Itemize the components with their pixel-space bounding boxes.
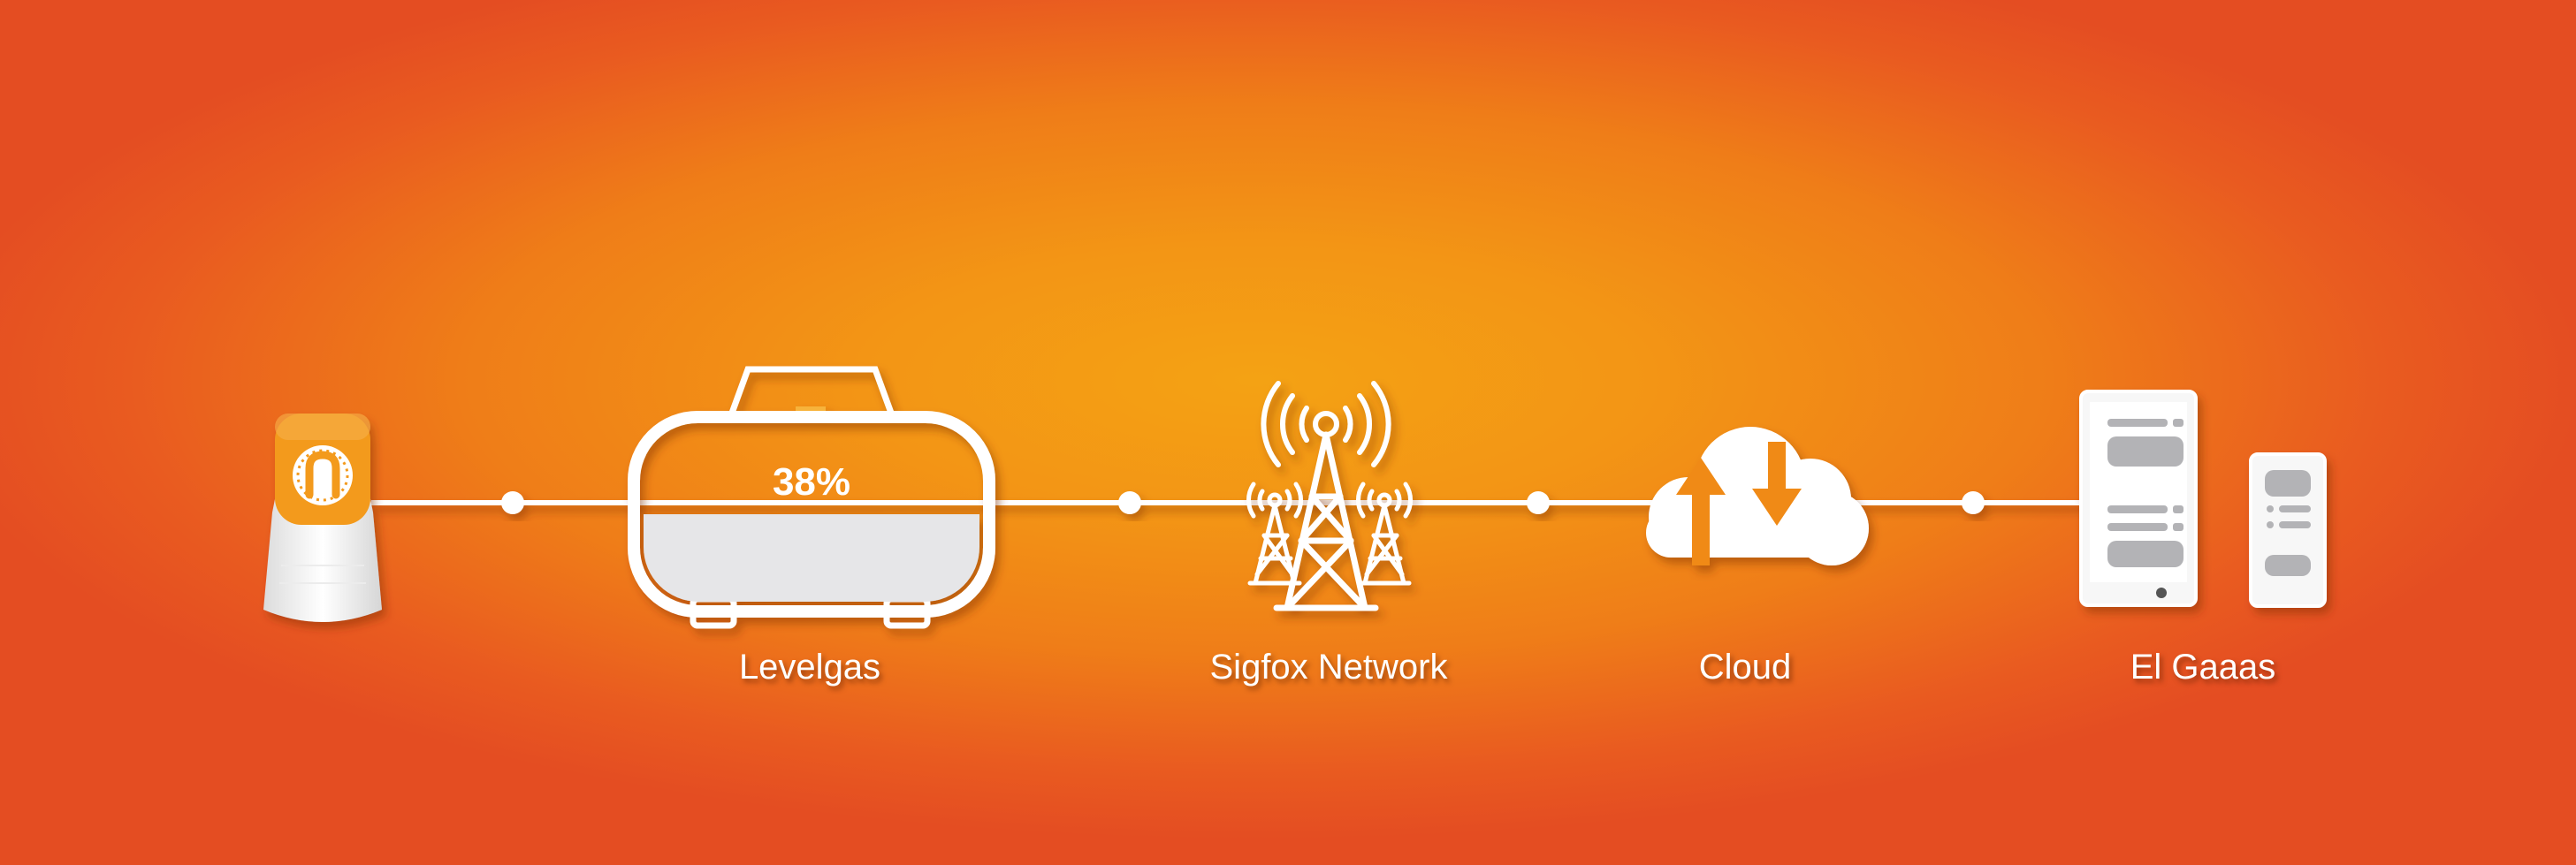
node-label-cloud: Cloud xyxy=(1698,648,1792,687)
cell-tower-icon xyxy=(1246,381,1413,611)
connector-dot xyxy=(501,491,524,514)
download-arrow-icon xyxy=(1752,442,1802,526)
tank-fill-level xyxy=(644,514,979,602)
connector-dot xyxy=(1527,491,1550,514)
phone-icon xyxy=(2249,452,2327,608)
cloud-icon xyxy=(1646,427,1869,565)
connector-dot xyxy=(1962,491,1985,514)
tablet-icon xyxy=(2079,390,2198,607)
node-label-sigfox-network: Sigfox Network xyxy=(1209,648,1448,687)
connector-dot xyxy=(1118,491,1141,514)
sensor-device-icon xyxy=(263,414,382,622)
node-label-el-gaaas: El Gaaas xyxy=(2130,648,2276,687)
node-label-levelgas: Levelgas xyxy=(738,648,881,687)
tank-percentage: 38% xyxy=(773,460,850,504)
upload-arrow-icon xyxy=(1676,458,1726,565)
gas-tank-icon xyxy=(628,366,995,629)
